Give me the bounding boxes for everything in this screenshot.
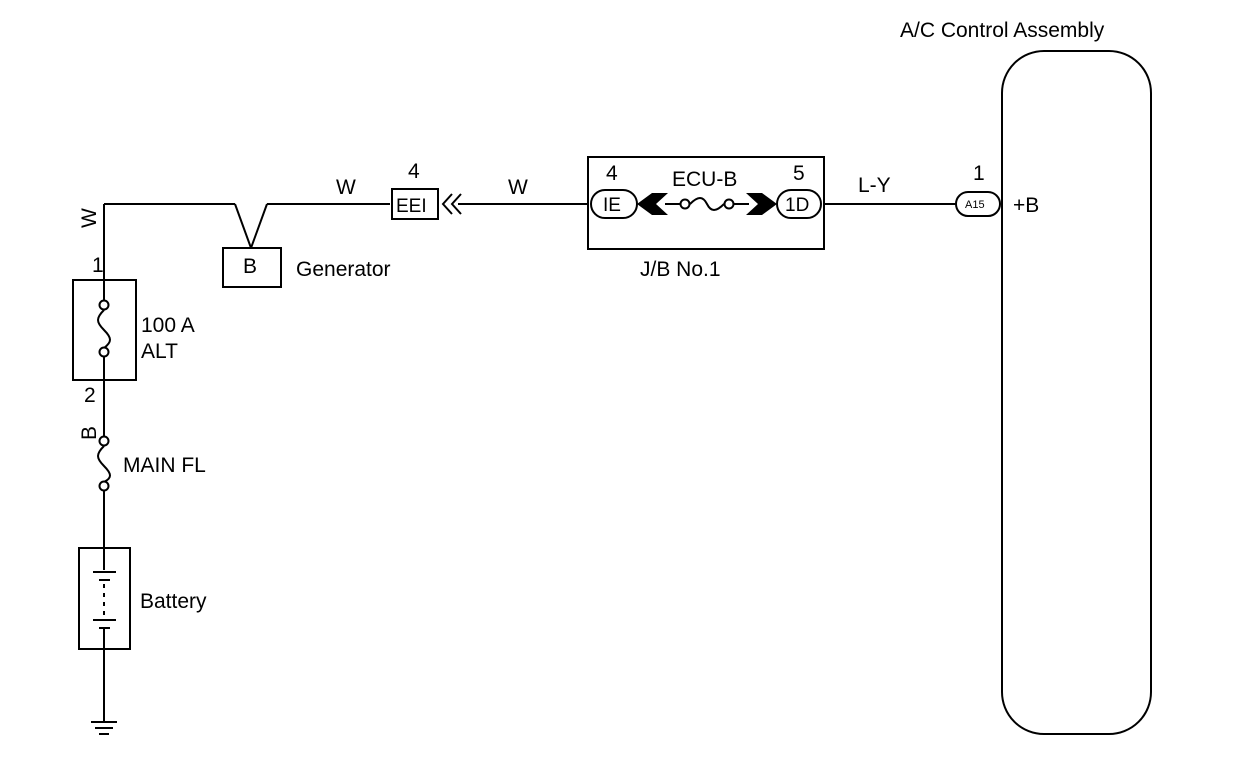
connector-chevron-1: [441, 193, 453, 215]
generator-terminal-label: B: [243, 255, 257, 278]
main-fl-label: MAIN FL: [123, 454, 206, 477]
jb-right-pin: 5: [793, 162, 805, 185]
assembly-connector-a15: [955, 191, 1001, 217]
connector-eei-pin: 4: [408, 160, 420, 183]
jb-connector-1d-label: 1D: [785, 195, 809, 216]
wire-color-w-generator: W: [336, 176, 356, 199]
wire-color-w-jb: W: [508, 176, 528, 199]
assembly-connector-pin: 1: [973, 162, 985, 185]
fusible-link-icon: [97, 309, 111, 349]
ac-control-assembly: [1001, 50, 1152, 735]
alt-pin-top: 1: [92, 254, 104, 277]
jb-right-terminal-shape: [746, 193, 777, 215]
wire-color-b: B: [78, 426, 101, 440]
alt-contact-bottom: [98, 346, 110, 358]
main-fl-contact-top: [98, 435, 110, 447]
generator-label: Generator: [296, 258, 391, 281]
wire-color-w-vertical: W: [78, 208, 101, 228]
alt-contact-top: [98, 299, 110, 311]
jb-connector-ie-label: IE: [603, 195, 621, 216]
battery-label: Battery: [140, 590, 207, 613]
alt-pin-bottom: 2: [84, 384, 96, 407]
jb-left-pin: 4: [606, 162, 618, 185]
jb-left-terminal-shape: [637, 193, 668, 215]
ground-icon: [91, 721, 117, 735]
assembly-connector-label: A15: [965, 199, 985, 211]
jb-fuse-contact-left: [679, 198, 691, 210]
main-fl-fuse-icon: [97, 445, 111, 483]
connector-chevron-2: [450, 193, 462, 215]
assembly-title: A/C Control Assembly: [900, 19, 1105, 42]
junction-block-name: J/B No.1: [640, 258, 721, 281]
alt-name: ALT: [141, 340, 178, 363]
alt-rating: 100 A: [141, 314, 195, 337]
wire-color-ly: L-Y: [858, 174, 891, 197]
generator-terminal-box: [222, 247, 282, 288]
jb-fuse-label: ECU-B: [672, 168, 737, 191]
connector-eei-label: EEI: [396, 196, 427, 217]
jb-fuse-contact-right: [723, 198, 735, 210]
wire-generator-branch: [234, 203, 268, 251]
connector-eei: [391, 188, 439, 220]
main-fl-contact-bottom: [98, 480, 110, 492]
assembly-terminal-label: +B: [1013, 194, 1039, 217]
fuse-icon: [689, 197, 725, 211]
